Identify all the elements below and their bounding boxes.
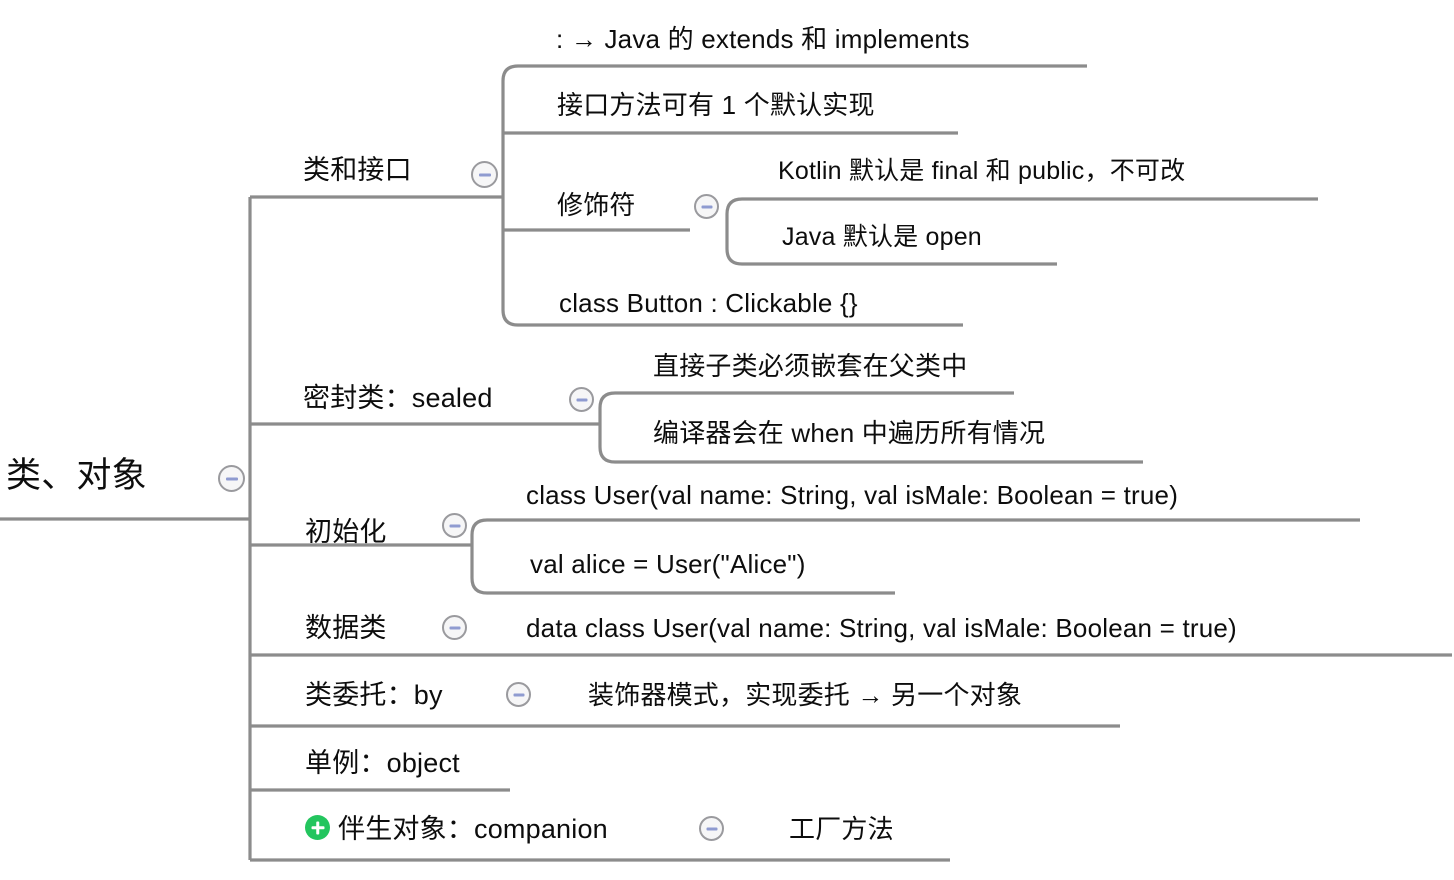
node-label-java-open[interactable]: Java 默认是 open	[782, 223, 982, 251]
add-node-plus-icon[interactable]	[305, 815, 330, 840]
root-collapse-toggle[interactable]	[218, 465, 245, 492]
node-label-button-clickable[interactable]: class Button : Clickable {}	[559, 288, 858, 318]
node-label-decorator[interactable]: 装饰器模式，实现委托 → 另一个对象	[588, 680, 1023, 710]
node-label-nested-subclass[interactable]: 直接子类必须嵌套在父类中	[653, 351, 968, 381]
branch-label-initialization[interactable]: 初始化	[305, 517, 387, 547]
node-label-factory-method[interactable]: 工厂方法	[789, 814, 894, 844]
branch-label-sealed[interactable]: 密封类：sealed	[303, 383, 493, 413]
node-label-colon-extends[interactable]: : → Java 的 extends 和 implements	[556, 24, 970, 54]
node-label-kotlin-final-public[interactable]: Kotlin 默认是 final 和 public，不可改	[778, 157, 1186, 185]
node-label-when-exhaustive[interactable]: 编译器会在 when 中遍历所有情况	[653, 418, 1046, 448]
root-node-label[interactable]: 类、对象	[6, 456, 147, 495]
node-label-val-alice[interactable]: val alice = User("Alice")	[530, 549, 806, 579]
branch-label-singleton[interactable]: 单例：object	[305, 748, 460, 778]
node-label-default-impl[interactable]: 接口方法可有 1 个默认实现	[557, 90, 875, 120]
toggle-initialization[interactable]	[442, 513, 467, 538]
node-label-data-user[interactable]: data class User(val name: String, val is…	[526, 613, 1237, 643]
branch-label-classes-interfaces[interactable]: 类和接口	[303, 155, 412, 185]
toggle-classes-interfaces[interactable]	[471, 161, 498, 188]
branch-label-companion[interactable]: 伴生对象：companion	[338, 814, 608, 844]
node-label-modifiers[interactable]: 修饰符	[557, 190, 636, 220]
branch-label-data-class[interactable]: 数据类	[305, 613, 387, 643]
node-label-user-ctor[interactable]: class User(val name: String, val isMale:…	[526, 480, 1179, 510]
branch-label-class-delegation[interactable]: 类委托：by	[305, 680, 443, 710]
toggle-sealed[interactable]	[569, 387, 594, 412]
toggle-modifiers[interactable]	[694, 194, 719, 219]
toggle-companion[interactable]	[699, 816, 724, 841]
toggle-class-delegation[interactable]	[506, 682, 531, 707]
toggle-data-class[interactable]	[442, 615, 467, 640]
